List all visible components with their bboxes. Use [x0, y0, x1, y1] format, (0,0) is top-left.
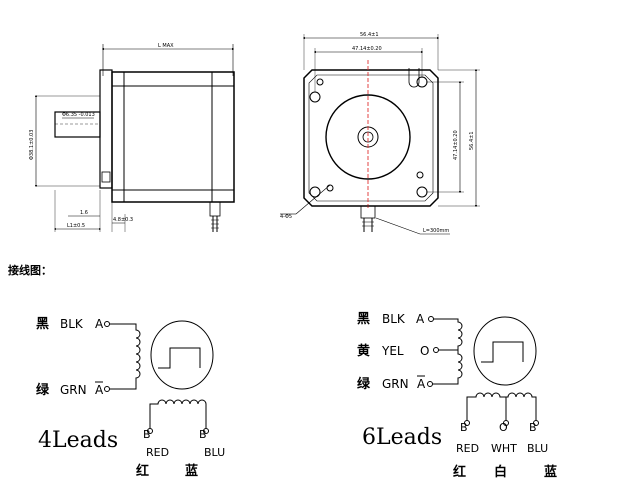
terminal-label: B	[529, 421, 537, 434]
terminal-label: B	[143, 428, 151, 441]
wire-terminal-label: A	[95, 317, 104, 331]
width-label: 56.4±1	[360, 32, 379, 38]
color-label: BLU	[527, 442, 548, 455]
wire-en-label: GRN	[382, 377, 409, 391]
lead-length-label: L=300mm	[423, 228, 449, 234]
color-label: RED	[146, 446, 169, 459]
length-label: L MAX	[158, 43, 174, 49]
side-view	[34, 44, 235, 232]
wire-cn-label: 黑	[357, 312, 370, 327]
terminal-label: B	[460, 421, 468, 434]
wire-cn-label: 黑	[36, 317, 49, 332]
six-leads-diagram: 黑 BLK A 黄 YEL O 绿 GRN A 6Leads B O B	[357, 312, 557, 480]
shaft-dia-label: Φ6.35 -0.013	[62, 112, 95, 118]
hole-spacing-label: 47.14±0.20	[352, 46, 382, 52]
wire-terminal-label: A	[417, 377, 426, 391]
wire-en-label: GRN	[60, 383, 87, 397]
color-cn-label: 红	[453, 464, 466, 480]
wire-cn-label: 黄	[357, 343, 370, 359]
dim-l1-label: L1±0.5	[67, 223, 85, 229]
front-view	[280, 34, 480, 235]
wire-en-label: BLK	[60, 317, 84, 331]
wire-cn-label: 绿	[36, 382, 50, 398]
color-cn-label: 蓝	[544, 464, 557, 480]
leads-title: 6Leads	[362, 425, 442, 450]
leads-title: 4Leads	[38, 428, 118, 453]
front-view-labels: 56.4±1 47.14±0.20 47.14±0.20 56.4±1 4-Φ5…	[280, 32, 475, 234]
wire-terminal-label: A	[95, 383, 104, 397]
wire-cn-label: 绿	[357, 376, 371, 392]
wire-terminal-label: A	[416, 312, 425, 326]
color-cn-label: 红	[136, 463, 149, 479]
dim-4-8-label: 4.8±0.3	[113, 217, 133, 223]
color-label: WHT	[491, 442, 517, 455]
terminal-label: B	[199, 428, 207, 441]
color-cn-label: 蓝	[185, 463, 198, 479]
pilot-dia-label: Φ38.1±0.03	[29, 130, 35, 160]
dim-1-6-label: 1.6	[80, 210, 88, 216]
wire-en-label: YEL	[381, 344, 404, 358]
wire-terminal-label: O	[420, 344, 429, 358]
color-cn-label: 白	[494, 464, 507, 480]
wiring-heading: 接线图：	[8, 263, 52, 277]
height-hole-spacing-label: 47.14±0.20	[453, 130, 459, 160]
side-view-labels: L MAX Φ6.35 -0.013 Φ38.1±0.03 1.6 L1±0.5…	[29, 43, 174, 229]
four-leads-diagram: 黑 BLK A 绿 GRN A 4Leads B B RED BLU 红 蓝	[36, 317, 225, 479]
color-label: RED	[456, 442, 479, 455]
height-label: 56.4±1	[469, 131, 475, 150]
color-label: BLU	[204, 446, 225, 459]
terminal-label: O	[499, 421, 508, 434]
wire-en-label: BLK	[382, 312, 406, 326]
mount-hole-label: 4-Φ5	[280, 214, 292, 220]
